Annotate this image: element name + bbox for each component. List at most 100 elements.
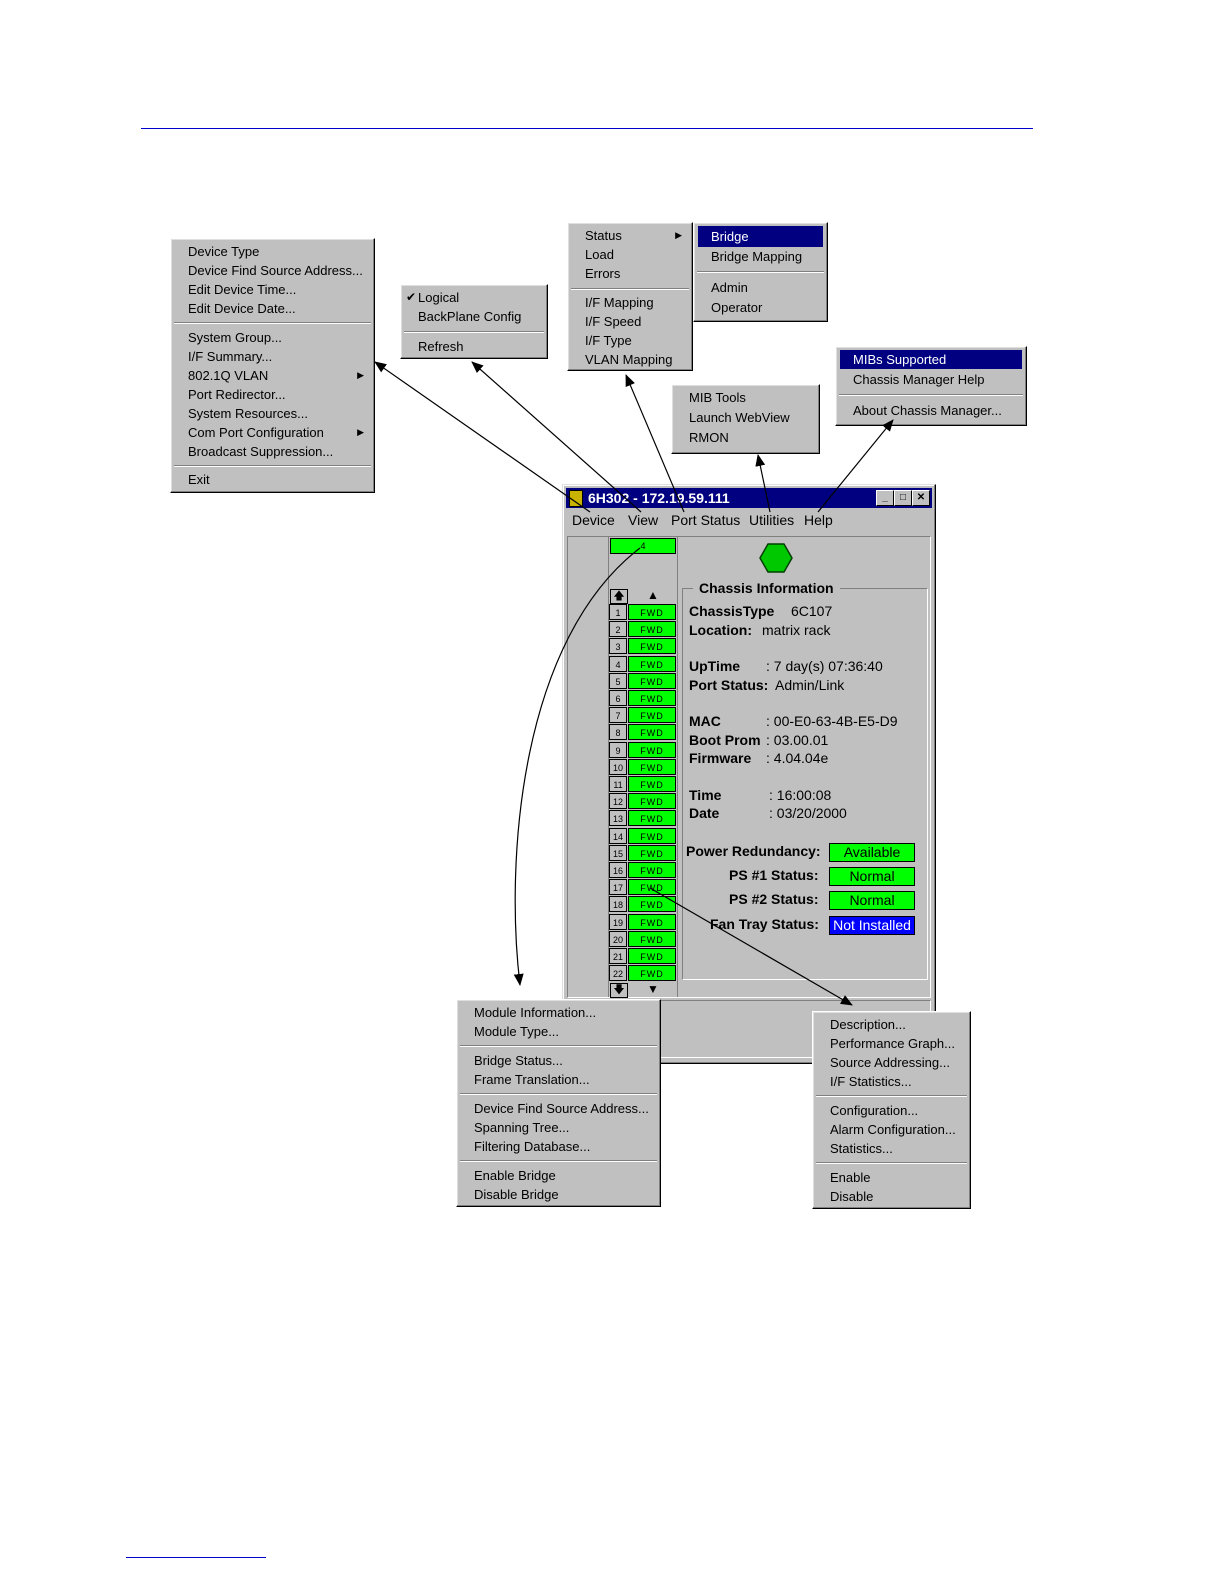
- port-status-button[interactable]: FWD: [628, 827, 676, 844]
- scroll-down-small-icon[interactable]: 🡇: [610, 983, 628, 998]
- port-status-button[interactable]: FWD: [628, 810, 676, 827]
- scroll-up-icon[interactable]: ▲: [647, 588, 659, 602]
- menu-item-load[interactable]: Load: [585, 247, 614, 262]
- menu-item-refresh[interactable]: Refresh: [418, 339, 464, 354]
- menu-item-logical[interactable]: ✔Logical: [405, 288, 543, 307]
- port-status-button[interactable]: FWD: [628, 724, 676, 741]
- menu-item-alarm-configuration[interactable]: Alarm Configuration...: [830, 1122, 956, 1137]
- menu-item-device-type[interactable]: Device Type: [188, 244, 260, 259]
- port-status-button[interactable]: FWD: [628, 896, 676, 913]
- port-status-button[interactable]: FWD: [628, 655, 676, 672]
- port-status-button[interactable]: FWD: [628, 776, 676, 792]
- menu-item-admin[interactable]: Admin: [711, 280, 748, 295]
- port-number: 6: [609, 690, 627, 706]
- menu-item-broadcast-suppression[interactable]: Broadcast Suppression...: [188, 444, 334, 459]
- menubar-view[interactable]: View: [628, 512, 659, 528]
- menu-item-about-chassis-manager[interactable]: About Chassis Manager...: [853, 403, 1002, 418]
- menu-item-mib-tools[interactable]: MIB Tools: [689, 390, 746, 405]
- firmware-value: : 4.04.04e: [766, 750, 829, 766]
- port-number: 10: [609, 758, 627, 775]
- menubar-help[interactable]: Help: [804, 512, 833, 528]
- menu-item-system-resources[interactable]: System Resources...: [188, 406, 308, 421]
- menu-item-edit-device-time[interactable]: Edit Device Time...: [188, 282, 297, 297]
- menu-item-enable[interactable]: Enable: [830, 1170, 871, 1185]
- port-status-button[interactable]: FWD: [628, 758, 676, 775]
- menu-item-vlan-mapping[interactable]: VLAN Mapping: [585, 352, 673, 367]
- menu-item-device-find-source-address[interactable]: Device Find Source Address...: [188, 263, 363, 278]
- menu-item-disable[interactable]: Disable: [830, 1189, 874, 1204]
- menu-item-label: 802.1Q VLAN: [188, 368, 269, 383]
- menu-item-errors[interactable]: Errors: [585, 266, 621, 281]
- menu-item-chassis-manager-help[interactable]: Chassis Manager Help: [853, 372, 985, 387]
- maximize-button[interactable]: □: [894, 490, 912, 506]
- ps2-status-label: PS #2 Status:: [729, 891, 819, 907]
- port-status-button[interactable]: FWD: [628, 930, 676, 947]
- title-bar[interactable]: 6H302 - 172.19.59.111 _ □ ✕: [566, 488, 932, 508]
- menu-item-bridge[interactable]: Bridge: [698, 226, 823, 247]
- menu-item-exit[interactable]: Exit: [188, 472, 210, 487]
- minimize-button[interactable]: _: [876, 490, 894, 506]
- port-status-button[interactable]: FWD: [628, 913, 676, 930]
- port-status-button[interactable]: FWD: [628, 604, 676, 620]
- menu-item-module-information[interactable]: Module Information...: [474, 1005, 597, 1020]
- menu-item-bridge-mapping[interactable]: Bridge Mapping: [711, 249, 803, 264]
- port-number: 15: [609, 844, 627, 861]
- port-status-button[interactable]: FWD: [628, 638, 676, 655]
- port-status-value: Admin/Link: [775, 677, 845, 693]
- menu-item-backplane-config[interactable]: BackPlane Config: [418, 309, 522, 324]
- scroll-down-icon[interactable]: ▼: [647, 982, 659, 996]
- menu-item-com-port-configuration[interactable]: Com Port Configuration▶: [175, 423, 370, 442]
- scroll-up-small-icon[interactable]: 🡅: [610, 589, 628, 604]
- menu-item-bridge-status[interactable]: Bridge Status...: [474, 1053, 563, 1068]
- menu-item-frame-translation[interactable]: Frame Translation...: [474, 1072, 590, 1087]
- app-icon: [569, 490, 583, 507]
- menu-item-disable-bridge[interactable]: Disable Bridge: [474, 1187, 559, 1202]
- menu-item-source-addressing[interactable]: Source Addressing...: [830, 1055, 950, 1070]
- menu-item-system-group[interactable]: System Group...: [188, 330, 282, 345]
- port-number: 8: [609, 724, 627, 741]
- menu-item-mibs-supported[interactable]: MIBs Supported: [840, 350, 1022, 369]
- menu-item-configuration[interactable]: Configuration...: [830, 1103, 919, 1118]
- port-status-button[interactable]: FWD: [628, 793, 676, 810]
- menu-item-port-redirector[interactable]: Port Redirector...: [188, 387, 286, 402]
- port-status-button[interactable]: FWD: [628, 672, 676, 689]
- date-value: : 03/20/2000: [769, 805, 847, 821]
- menubar-port-status[interactable]: Port Status: [671, 512, 741, 528]
- menu-item-if-statistics[interactable]: I/F Statistics...: [830, 1074, 912, 1089]
- uptime-value: : 7 day(s) 07:36:40: [766, 658, 883, 674]
- port-status-button[interactable]: FWD: [628, 948, 676, 964]
- port-status-button[interactable]: FWD: [628, 879, 676, 896]
- menu-item-description[interactable]: Description...: [830, 1017, 906, 1032]
- port-status-button[interactable]: FWD: [628, 621, 676, 638]
- menu-item-label: Status: [585, 228, 622, 243]
- menu-item-spanning-tree[interactable]: Spanning Tree...: [474, 1120, 570, 1135]
- menu-item-edit-device-date[interactable]: Edit Device Date...: [188, 301, 296, 316]
- module-slot-button[interactable]: 4: [610, 538, 676, 554]
- menu-item-802-1q-vlan[interactable]: 802.1Q VLAN▶: [175, 366, 370, 385]
- menu-item-if-type[interactable]: I/F Type: [585, 333, 632, 348]
- port-status-button[interactable]: FWD: [628, 862, 676, 878]
- menubar-utilities[interactable]: Utilities: [749, 512, 795, 528]
- port-status-button[interactable]: FWD: [628, 844, 676, 861]
- menu-item-status[interactable]: Status▶: [572, 226, 688, 245]
- menu-item-performance-graph[interactable]: Performance Graph...: [830, 1036, 955, 1051]
- menubar-device[interactable]: Device: [572, 512, 615, 528]
- menu-item-if-speed[interactable]: I/F Speed: [585, 314, 642, 329]
- menu-item-statistics[interactable]: Statistics...: [830, 1141, 893, 1156]
- menu-item-operator[interactable]: Operator: [711, 300, 763, 315]
- menu-item-if-summary[interactable]: I/F Summary...: [188, 349, 273, 364]
- menu-item-filtering-database[interactable]: Filtering Database...: [474, 1139, 591, 1154]
- menu-item-device-find-source-address[interactable]: Device Find Source Address...: [474, 1101, 649, 1116]
- port-status-button[interactable]: FWD: [628, 741, 676, 758]
- menu-item-launch-webview[interactable]: Launch WebView: [689, 410, 790, 425]
- close-button[interactable]: ✕: [912, 490, 930, 506]
- port-status-button[interactable]: FWD: [628, 965, 676, 982]
- port-status-button[interactable]: FWD: [628, 707, 676, 724]
- menu-item-module-type[interactable]: Module Type...: [474, 1024, 560, 1039]
- menu-item-rmon[interactable]: RMON: [689, 430, 729, 445]
- menu-separator: [460, 1160, 657, 1162]
- mac-value: : 00-E0-63-4B-E5-D9: [766, 713, 898, 729]
- menu-item-if-mapping[interactable]: I/F Mapping: [585, 295, 654, 310]
- menu-item-enable-bridge[interactable]: Enable Bridge: [474, 1168, 556, 1183]
- port-status-button[interactable]: FWD: [628, 690, 676, 706]
